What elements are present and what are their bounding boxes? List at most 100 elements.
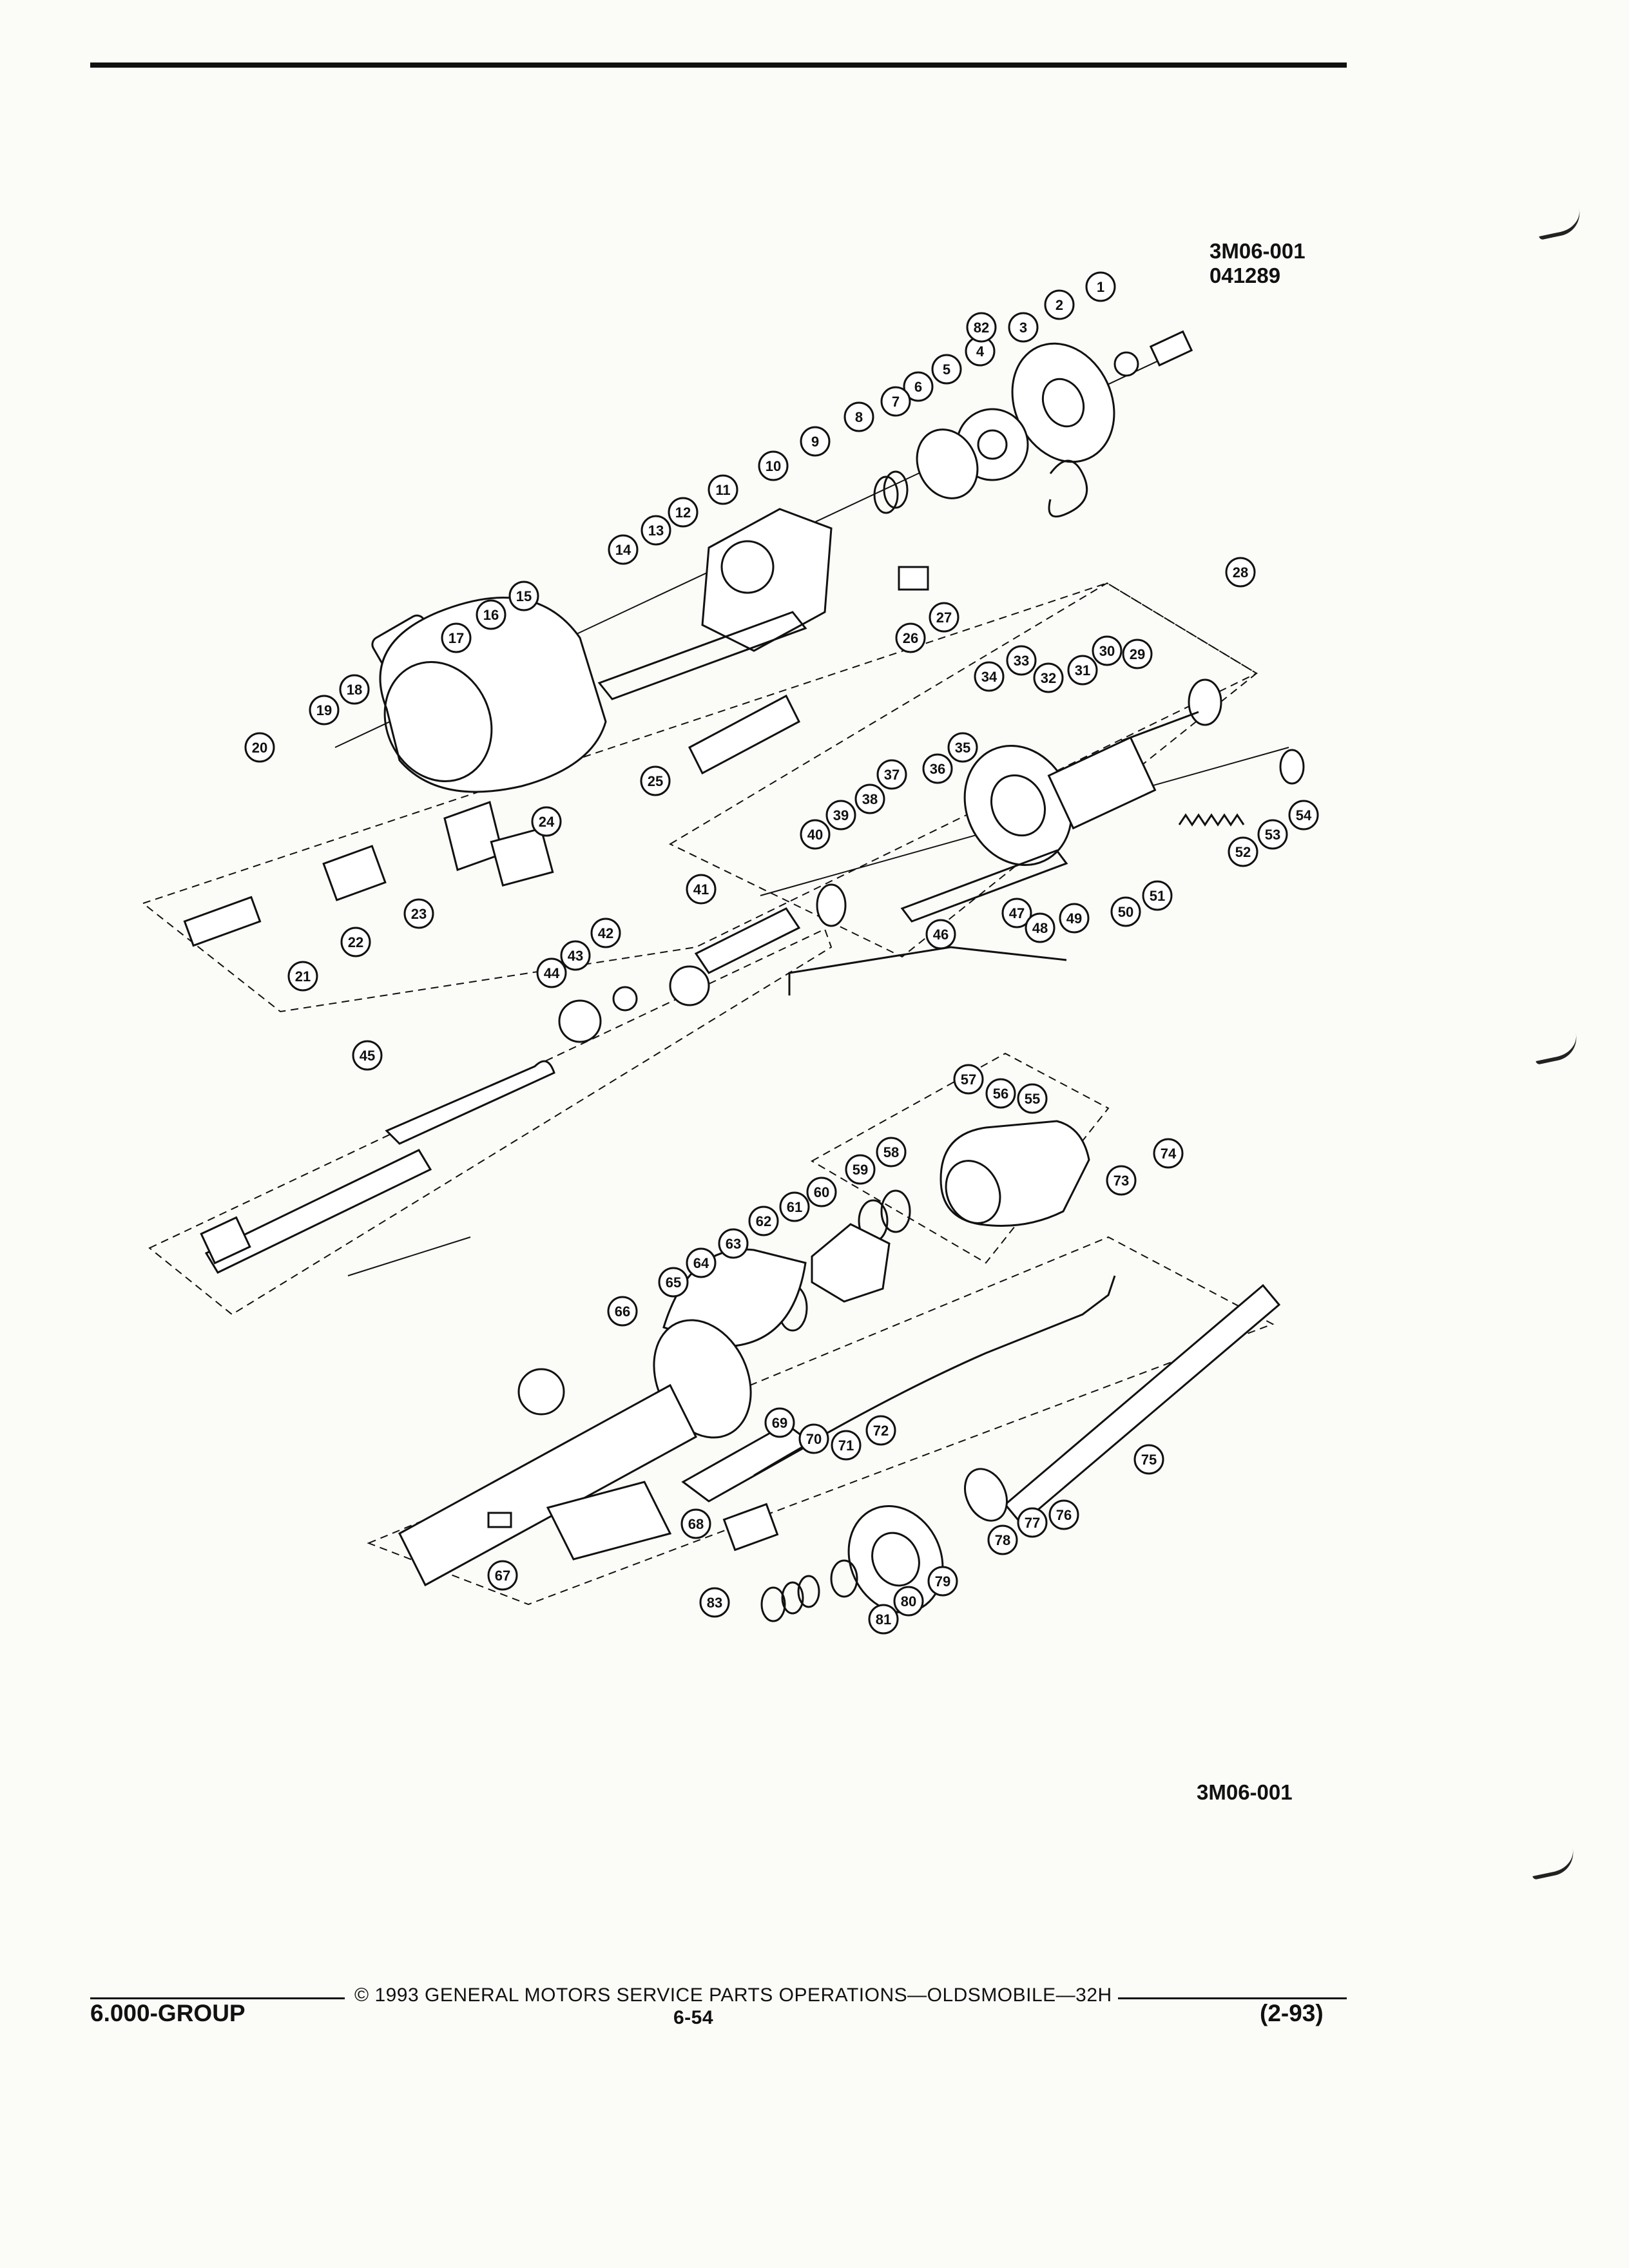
callout-83: 83 bbox=[699, 1587, 730, 1618]
callout-label: 45 bbox=[360, 1048, 375, 1064]
callout-label: 66 bbox=[615, 1303, 630, 1320]
callout-label: 59 bbox=[853, 1162, 868, 1178]
callout-label: 70 bbox=[806, 1431, 822, 1447]
callout-label: 80 bbox=[901, 1593, 916, 1610]
callout-53: 53 bbox=[1257, 819, 1288, 850]
callout-62: 62 bbox=[748, 1206, 779, 1236]
callout-1: 1 bbox=[1085, 271, 1116, 302]
callout-label: 28 bbox=[1233, 564, 1248, 581]
callout-label: 62 bbox=[756, 1213, 771, 1229]
callout-59: 59 bbox=[845, 1154, 876, 1185]
callout-6: 6 bbox=[903, 371, 934, 402]
callout-label: 15 bbox=[516, 588, 532, 604]
callout-label: 60 bbox=[814, 1184, 829, 1200]
callout-58: 58 bbox=[876, 1137, 907, 1168]
callout-56: 56 bbox=[985, 1078, 1016, 1109]
callout-label: 46 bbox=[933, 927, 949, 943]
callout-50: 50 bbox=[1110, 896, 1141, 927]
callout-16: 16 bbox=[476, 599, 506, 630]
callout-label: 55 bbox=[1025, 1091, 1040, 1107]
callout-14: 14 bbox=[608, 534, 639, 565]
lock-housing bbox=[701, 508, 833, 652]
callout-44: 44 bbox=[536, 957, 567, 988]
callout-label: 6 bbox=[914, 379, 922, 395]
callout-label: 31 bbox=[1075, 662, 1090, 678]
callout-65: 65 bbox=[658, 1267, 689, 1298]
callout-label: 82 bbox=[974, 320, 989, 336]
callout-39: 39 bbox=[825, 800, 856, 831]
callout-label: 47 bbox=[1009, 905, 1025, 921]
footer-group: 6.000-GROUP bbox=[90, 2000, 246, 2026]
callout-label: 75 bbox=[1141, 1452, 1157, 1468]
callout-label: 34 bbox=[981, 669, 998, 685]
callout-40: 40 bbox=[800, 819, 831, 850]
callout-label: 16 bbox=[483, 607, 499, 623]
callout-26: 26 bbox=[895, 622, 926, 653]
callout-82: 82 bbox=[966, 312, 997, 343]
callout-label: 40 bbox=[807, 827, 823, 843]
callout-20: 20 bbox=[244, 732, 275, 763]
callout-label: 39 bbox=[833, 807, 849, 823]
callout-label: 30 bbox=[1099, 643, 1115, 659]
callout-66: 66 bbox=[607, 1296, 638, 1327]
callout-25: 25 bbox=[640, 765, 671, 796]
callout-label: 74 bbox=[1161, 1146, 1177, 1162]
callout-label: 3 bbox=[1019, 320, 1027, 336]
outline-housing-internals bbox=[668, 582, 1258, 958]
figure-date-code: 041289 bbox=[1210, 264, 1281, 287]
callout-61: 61 bbox=[779, 1191, 810, 1222]
callout-label: 77 bbox=[1025, 1515, 1040, 1531]
outline-shaft bbox=[148, 928, 833, 1316]
callout-label: 43 bbox=[568, 948, 583, 964]
callout-77: 77 bbox=[1017, 1507, 1048, 1538]
callout-label: 56 bbox=[993, 1086, 1008, 1102]
callout-8: 8 bbox=[843, 401, 874, 432]
callout-label: 9 bbox=[811, 434, 819, 450]
callout-52: 52 bbox=[1228, 836, 1258, 867]
callout-68: 68 bbox=[680, 1508, 711, 1539]
callout-label: 35 bbox=[955, 740, 970, 756]
callout-30: 30 bbox=[1092, 635, 1123, 666]
callout-64: 64 bbox=[686, 1247, 717, 1278]
callout-9: 9 bbox=[800, 426, 831, 457]
callout-57: 57 bbox=[953, 1064, 984, 1095]
callout-79: 79 bbox=[927, 1566, 958, 1597]
callout-label: 22 bbox=[348, 934, 363, 950]
callout-label: 73 bbox=[1113, 1173, 1129, 1189]
figure-code-bottom: 3M06-001 bbox=[1197, 1780, 1293, 1804]
callout-label: 69 bbox=[772, 1415, 787, 1431]
callout-label: 29 bbox=[1130, 646, 1145, 662]
callout-45: 45 bbox=[352, 1040, 383, 1071]
callout-34: 34 bbox=[974, 661, 1005, 692]
callout-48: 48 bbox=[1025, 912, 1055, 943]
callout-label: 2 bbox=[1055, 297, 1063, 313]
callout-label: 8 bbox=[855, 409, 863, 425]
callout-72: 72 bbox=[865, 1415, 896, 1446]
callout-63: 63 bbox=[718, 1228, 749, 1259]
callout-3: 3 bbox=[1008, 312, 1039, 343]
callout-70: 70 bbox=[798, 1423, 829, 1454]
callout-2: 2 bbox=[1044, 289, 1075, 320]
callout-32: 32 bbox=[1033, 662, 1064, 693]
callout-43: 43 bbox=[560, 940, 591, 971]
footer-rule-right bbox=[1118, 1997, 1347, 1999]
callout-73: 73 bbox=[1106, 1165, 1137, 1196]
callout-78: 78 bbox=[987, 1524, 1018, 1555]
callout-label: 23 bbox=[411, 906, 427, 922]
callout-54: 54 bbox=[1288, 800, 1319, 831]
callout-47: 47 bbox=[1001, 898, 1032, 928]
callout-label: 21 bbox=[295, 968, 311, 985]
callout-label: 83 bbox=[707, 1595, 722, 1611]
callout-17: 17 bbox=[441, 622, 472, 653]
callout-10: 10 bbox=[758, 450, 789, 481]
callout-label: 68 bbox=[688, 1516, 704, 1532]
callout-46: 46 bbox=[925, 919, 956, 950]
callout-19: 19 bbox=[309, 695, 340, 726]
callout-label: 33 bbox=[1014, 653, 1029, 669]
callout-22: 22 bbox=[340, 927, 371, 957]
callout-label: 25 bbox=[648, 773, 663, 789]
callout-24: 24 bbox=[531, 806, 562, 837]
callout-21: 21 bbox=[287, 961, 318, 992]
callout-18: 18 bbox=[339, 674, 370, 705]
callout-36: 36 bbox=[922, 753, 953, 784]
